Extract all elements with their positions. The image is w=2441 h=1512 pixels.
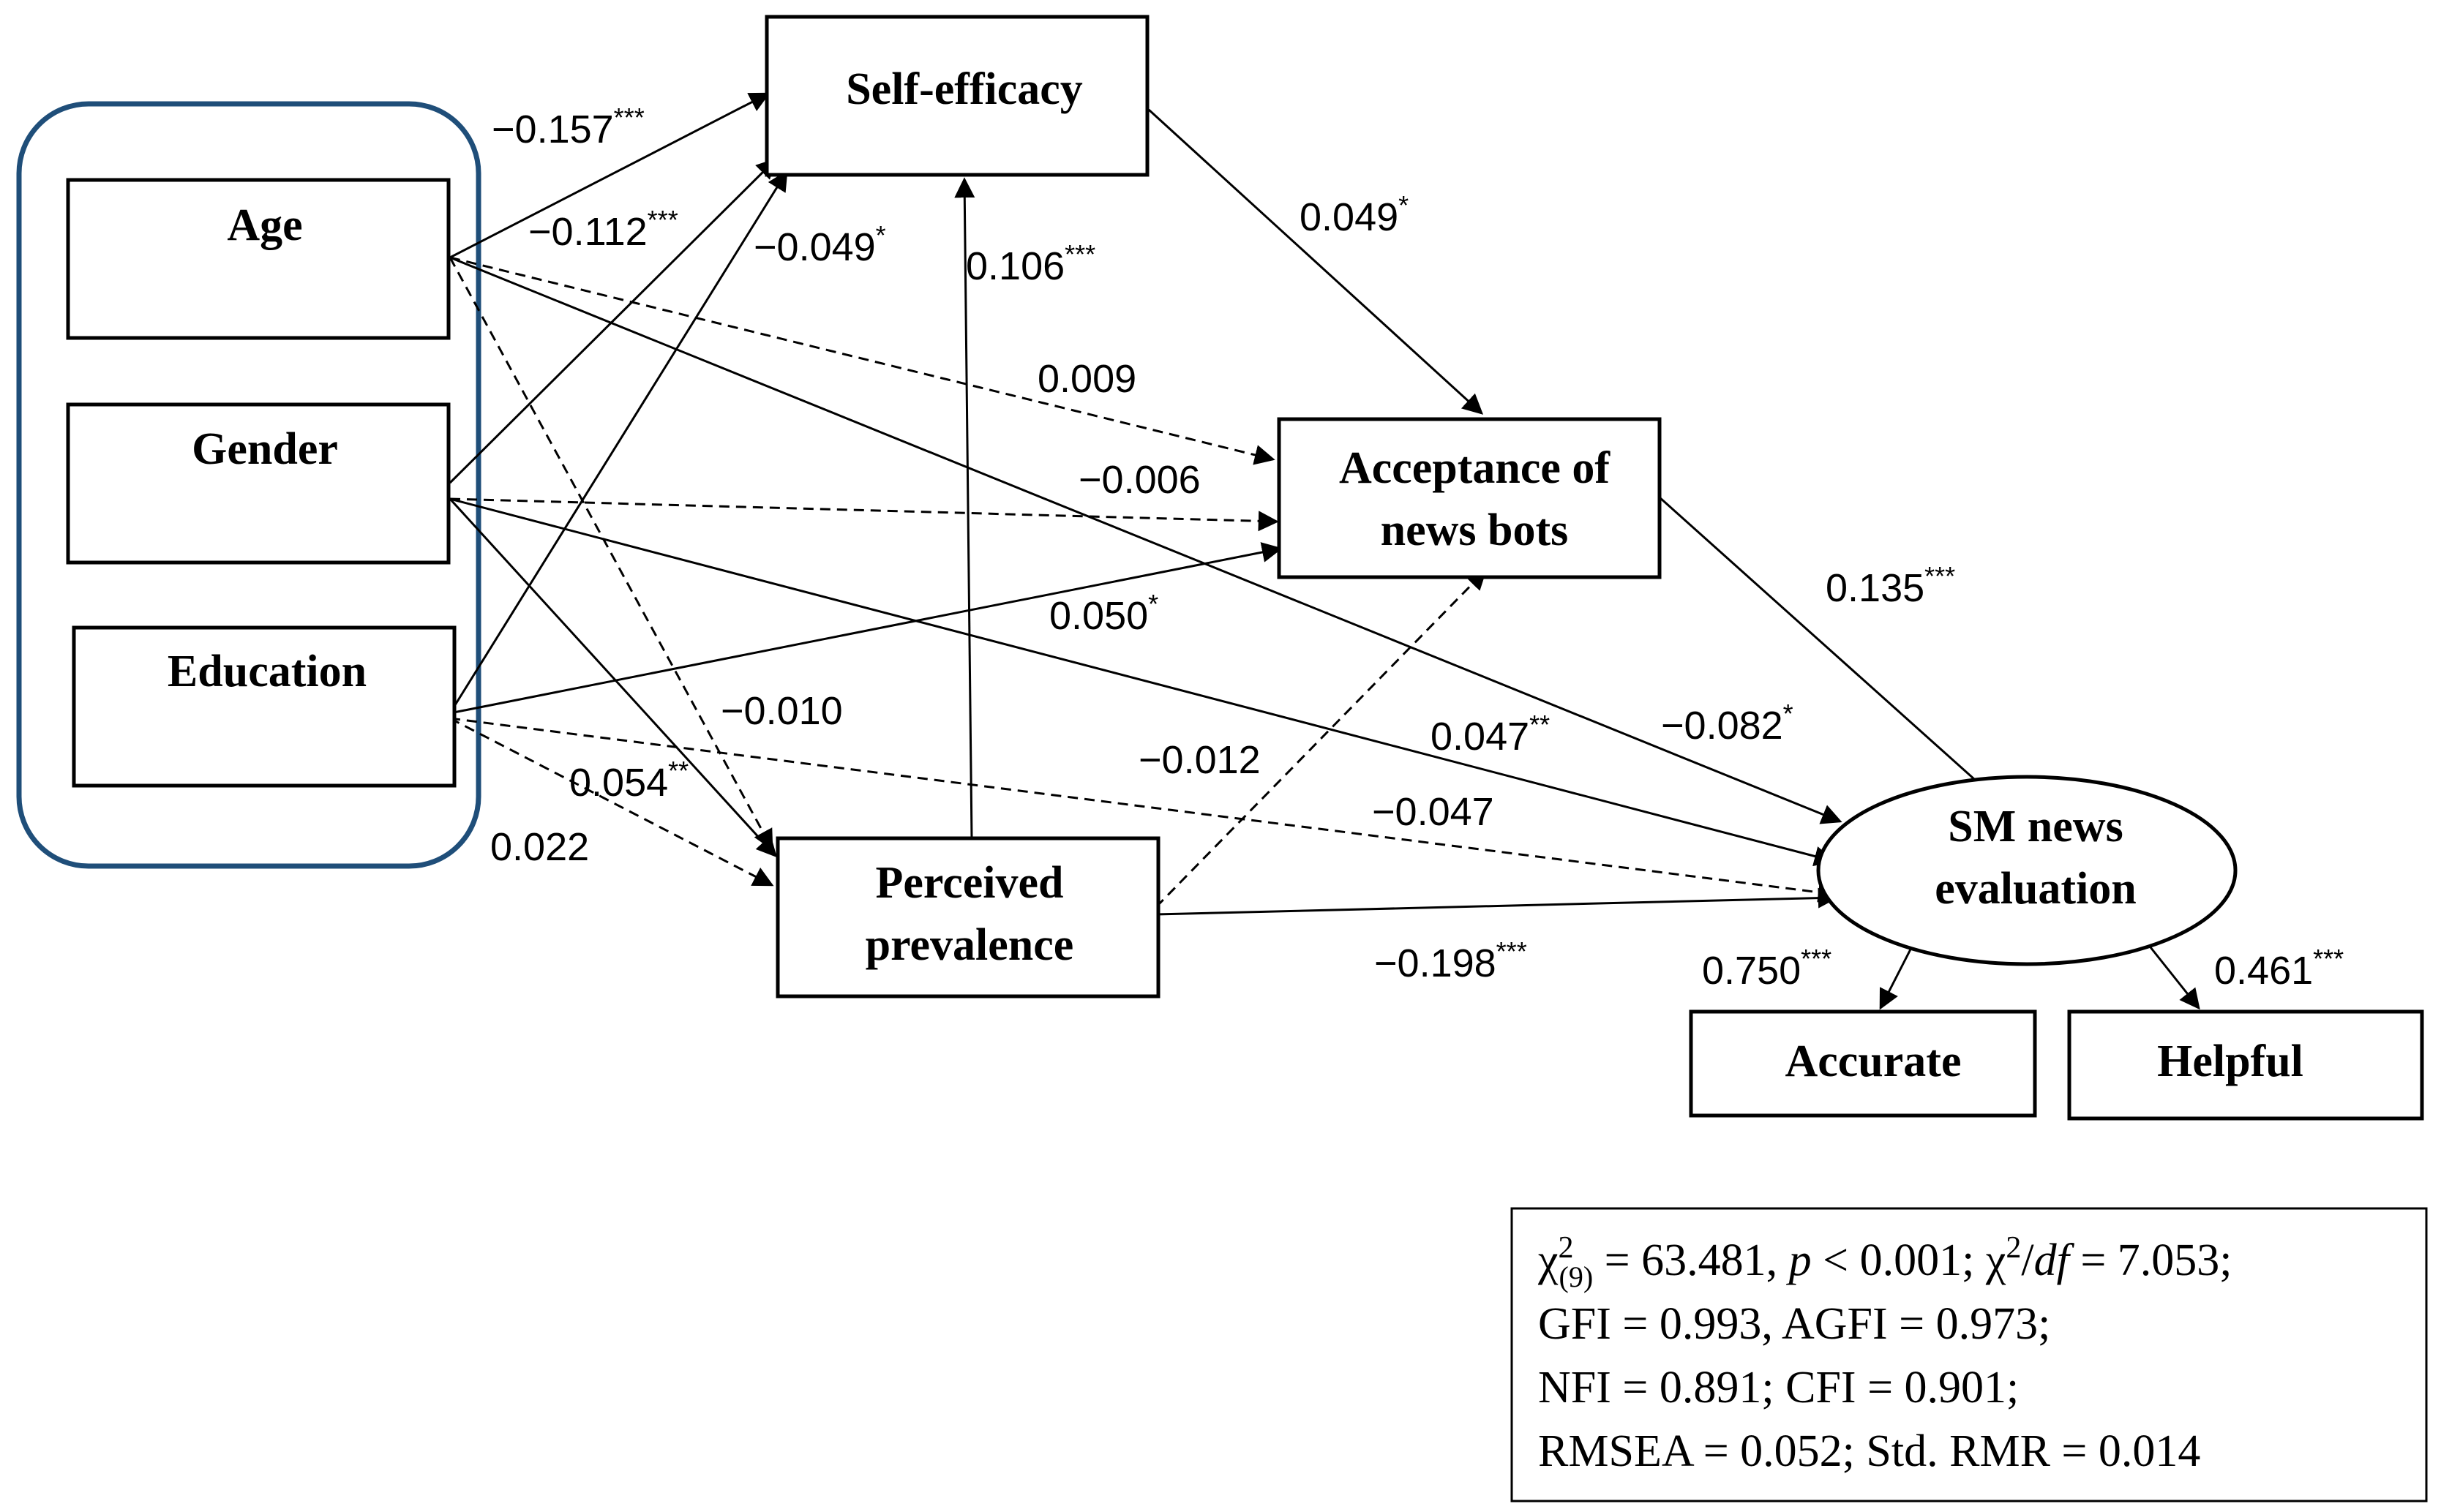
edge-perceived-acceptance bbox=[1155, 568, 1487, 909]
coef-acceptance-sm: 0.135*** bbox=[1826, 561, 1955, 610]
coef-age-acceptance: 0.009 bbox=[1038, 357, 1136, 401]
edge-sm-accurate bbox=[1879, 943, 1915, 1010]
node-sm-label-1: SM news bbox=[1948, 802, 2123, 851]
node-self-efficacy: Self-efficacy bbox=[765, 15, 1150, 177]
edge-education-acceptance bbox=[449, 542, 1283, 715]
node-acceptance: Acceptance of news bots bbox=[1277, 417, 1662, 579]
edge-age-acceptance bbox=[449, 256, 1275, 465]
node-accurate-label: Accurate bbox=[1785, 1037, 1962, 1086]
edge-gender-perceived bbox=[449, 497, 777, 858]
coef-perceived-acceptance: −0.012 bbox=[1139, 738, 1261, 782]
coef-gender-perceived: 0.054** bbox=[569, 756, 689, 805]
coef-gender-acceptance: −0.006 bbox=[1079, 458, 1201, 502]
coef-age-sm: −0.082* bbox=[1661, 699, 1793, 748]
demographics-group bbox=[16, 101, 481, 869]
edge-sm-helpful bbox=[2146, 943, 2200, 1010]
coef-sm-accurate: 0.750*** bbox=[1702, 944, 1831, 993]
fit-line-1: χ2(9) = 63.481, p < 0.001; χ2/df = 7.053… bbox=[1537, 1231, 2232, 1293]
node-age: Age bbox=[66, 178, 451, 340]
edge-selfefficacy-acceptance bbox=[1147, 108, 1484, 415]
fit-line-3: NFI = 0.891; CFI = 0.901; bbox=[1538, 1363, 2019, 1413]
coef-education-acceptance: 0.050* bbox=[1049, 589, 1158, 638]
edge-education-perceived bbox=[449, 717, 774, 887]
fit-line-2: GFI = 0.993, AGFI = 0.973; bbox=[1538, 1299, 2050, 1349]
node-age-label: Age bbox=[227, 200, 302, 250]
coefficients: −0.157*** −0.112*** −0.049* 0.106*** 0.0… bbox=[490, 102, 2344, 993]
node-acceptance-label-1: Acceptance of bbox=[1339, 443, 1611, 493]
coef-age-selfefficacy: −0.157*** bbox=[492, 102, 645, 151]
edge-gender-acceptance bbox=[449, 497, 1279, 532]
coef-education-selfefficacy: −0.049* bbox=[754, 220, 886, 269]
fit-line-4: RMSEA = 0.052; Std. RMR = 0.014 bbox=[1538, 1426, 2200, 1476]
node-sm-news-evaluation: SM news evaluation bbox=[1816, 775, 2238, 966]
coef-gender-selfefficacy: −0.112*** bbox=[528, 205, 678, 254]
coef-age-perceived: −0.010 bbox=[721, 689, 843, 733]
coef-selfefficacy-acceptance: 0.049* bbox=[1300, 190, 1409, 239]
node-accurate: Accurate bbox=[1689, 1009, 2037, 1118]
node-self-efficacy-label: Self-efficacy bbox=[846, 64, 1083, 114]
edge-perceived-sm bbox=[1155, 887, 1839, 916]
node-perceived-label-1: Perceived bbox=[875, 858, 1063, 908]
edge-gender-selfefficacy bbox=[449, 158, 777, 484]
node-sm-label-2: evaluation bbox=[1935, 864, 2137, 914]
node-gender-label: Gender bbox=[192, 424, 338, 474]
node-perceived-prevalence: Perceived prevalence bbox=[776, 836, 1160, 998]
edge-age-sm bbox=[449, 256, 1842, 824]
edge-perceived-selfefficacy bbox=[954, 177, 975, 839]
edge-education-sm bbox=[449, 717, 1839, 903]
node-gender: Gender bbox=[66, 402, 451, 565]
node-education-label: Education bbox=[168, 647, 367, 696]
edge-age-selfefficacy bbox=[449, 92, 770, 259]
node-education: Education bbox=[72, 625, 457, 788]
edge-age-perceived bbox=[449, 257, 773, 851]
coef-education-sm: −0.047 bbox=[1372, 790, 1494, 834]
node-acceptance-label-2: news bots bbox=[1381, 505, 1569, 555]
node-helpful: Helpful bbox=[2067, 1009, 2424, 1121]
node-perceived-label-2: prevalence bbox=[866, 920, 1074, 970]
coef-sm-helpful: 0.461*** bbox=[2214, 944, 2344, 993]
coef-education-perceived: 0.022 bbox=[490, 825, 589, 869]
edge-acceptance-sm bbox=[1658, 496, 2025, 824]
coef-perceived-selfefficacy: 0.106*** bbox=[966, 239, 1095, 288]
edge-education-selfefficacy bbox=[449, 170, 788, 714]
coef-perceived-sm: −0.198*** bbox=[1374, 936, 1527, 985]
edge-gender-sm bbox=[449, 497, 1835, 867]
model-fit-box: χ2(9) = 63.481, p < 0.001; χ2/df = 7.053… bbox=[1510, 1207, 2428, 1502]
edges bbox=[449, 92, 2200, 1010]
coef-gender-sm: 0.047** bbox=[1431, 710, 1550, 759]
node-helpful-label: Helpful bbox=[2157, 1037, 2303, 1086]
